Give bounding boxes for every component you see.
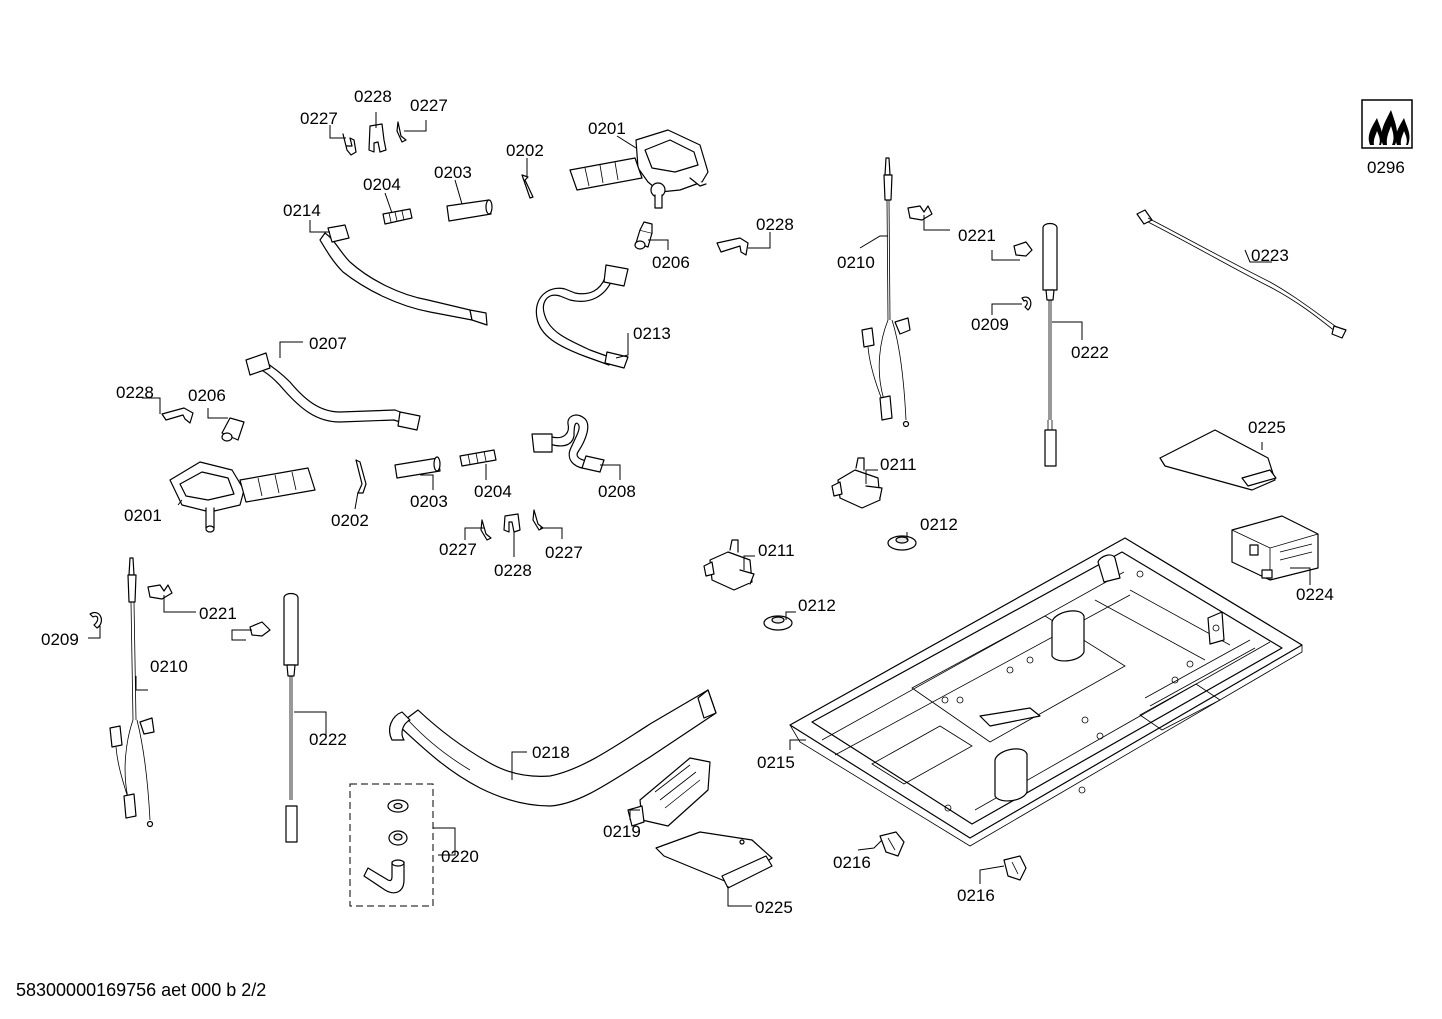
part-label: 0204 <box>474 482 512 501</box>
part-label: 0208 <box>598 482 636 501</box>
clip-0227-top-left <box>342 133 357 156</box>
thermocouple-0210-right <box>861 157 911 428</box>
part-label: 0216 <box>833 853 871 872</box>
retaining-ring-0209-right <box>1021 296 1032 311</box>
clip-0228-top-right <box>716 237 749 256</box>
part-label: 0228 <box>116 383 154 402</box>
part-label: 0227 <box>545 543 583 562</box>
clip-0227-mid-left <box>480 519 492 541</box>
part-label: 0223 <box>1251 246 1289 265</box>
part-label: 0212 <box>920 515 958 534</box>
part-label: 0220 <box>441 847 479 866</box>
part-label: 0222 <box>309 730 347 749</box>
seal-kit-0220 <box>349 783 434 907</box>
part-label: 0227 <box>300 109 338 128</box>
part-label: 0206 <box>188 386 226 405</box>
clip-0216-upper <box>879 831 905 857</box>
nozzle-0204-top <box>382 208 413 225</box>
part-label: 0227 <box>439 540 477 559</box>
gas-valve-0201-mid <box>169 461 316 533</box>
part-label: 0218 <box>532 743 570 762</box>
retaining-ring-0209-left <box>89 612 102 629</box>
clip-0227-mid-right <box>532 509 544 531</box>
cable-harness-0223 <box>1136 209 1347 339</box>
part-label: 0227 <box>410 96 448 115</box>
gas-valve-0201-top <box>569 129 709 209</box>
gas-tube-0208 <box>531 414 605 473</box>
part-label: 0213 <box>633 324 671 343</box>
ignition-module-0224 <box>1231 515 1319 581</box>
part-label: 0203 <box>410 492 448 511</box>
document-id: 58300000169756 aet 000 b 2/2 <box>16 980 267 1000</box>
part-label: 0224 <box>1296 585 1334 604</box>
clip-0228-mid <box>503 513 521 533</box>
clip-0221-left-a <box>147 584 173 600</box>
part-label: 0201 <box>124 506 162 525</box>
part-label: 0225 <box>755 898 793 917</box>
clip-0228-mid-left <box>161 407 194 424</box>
ignition-electrode-0222-left <box>283 592 299 843</box>
gas-tube-0214 <box>319 224 488 326</box>
part-label: 0225 <box>1248 418 1286 437</box>
part-label: 0221 <box>958 226 996 245</box>
clip-0221-right-b <box>1013 241 1033 257</box>
clip-0228-top <box>368 123 387 153</box>
part-label: 0216 <box>957 886 995 905</box>
clip-0216-lower <box>1003 855 1027 881</box>
hob-tray-0215 <box>789 537 1303 847</box>
part-label: 0202 <box>331 511 369 530</box>
leader-lines <box>88 112 1311 907</box>
part-label: 0215 <box>757 753 795 772</box>
clip-0227-top-right <box>396 121 407 143</box>
part-label: 0207 <box>309 334 347 353</box>
part-label: 0211 <box>880 455 917 474</box>
clip-0221-left-b <box>249 621 271 637</box>
part-label: 0211 <box>758 541 795 560</box>
gas-tube-0207 <box>245 352 421 431</box>
wire-clip-0202-mid <box>355 459 367 494</box>
sleeve-0203-mid <box>394 456 441 479</box>
gas-manifold-pipe-0218 <box>389 689 717 807</box>
wire-clip-0202-top <box>521 174 534 199</box>
part-label: 0222 <box>1071 343 1109 362</box>
nozzle-0206-top <box>634 221 653 250</box>
part-label: 0202 <box>506 141 544 160</box>
nozzle-0206-mid <box>221 417 245 442</box>
part-label: 0228 <box>756 215 794 234</box>
knob-0212-right <box>887 535 917 551</box>
part-label: 0204 <box>363 175 401 194</box>
part-label: 0210 <box>837 253 875 272</box>
ignition-switch-0211-right <box>831 457 883 509</box>
gas-symbol-icon <box>1361 99 1413 149</box>
part-label: 0296 <box>1367 158 1405 177</box>
part-label: 0221 <box>199 604 237 623</box>
gas-tube-0213 <box>535 264 629 369</box>
thermocouple-0210-left <box>109 557 155 828</box>
ignition-switch-0211-left <box>703 539 755 591</box>
part-label: 0228 <box>494 561 532 580</box>
bracket-0225-right <box>1159 429 1277 491</box>
bracket-0225-bottom <box>655 831 773 889</box>
nozzle-0204-mid <box>459 449 497 467</box>
ignition-electrode-0222-right <box>1042 222 1058 467</box>
part-label: 0212 <box>798 596 836 615</box>
part-label: 0228 <box>354 87 392 106</box>
part-labels: 0227 0228 0227 0201 0202 0204 0203 0214 … <box>41 87 1405 917</box>
part-label: 0219 <box>603 822 641 841</box>
part-label: 0210 <box>150 657 188 676</box>
hinge-bracket-0219 <box>627 757 711 827</box>
clip-0221-right-a <box>907 205 933 221</box>
part-label: 0206 <box>652 253 690 272</box>
knob-0212-left <box>763 615 793 631</box>
part-label: 0209 <box>971 315 1009 334</box>
part-label: 0203 <box>434 163 472 182</box>
sleeve-0203-top <box>446 199 493 222</box>
part-label: 0201 <box>588 119 626 138</box>
part-label: 0209 <box>41 630 79 649</box>
part-label: 0214 <box>283 201 321 220</box>
